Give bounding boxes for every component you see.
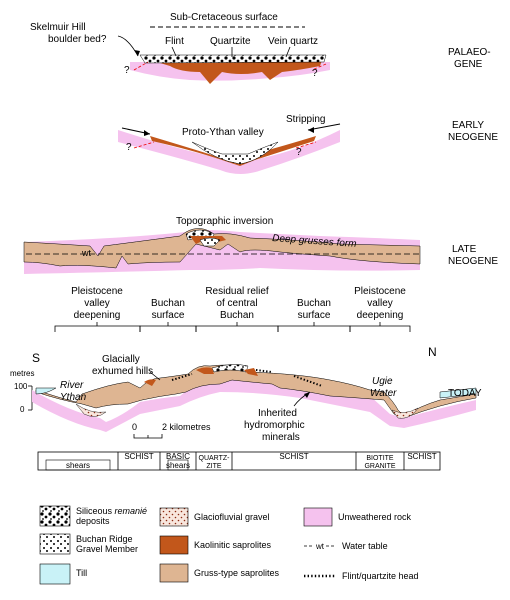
scale-0: 0 xyxy=(132,422,137,432)
scale-2km: 2 kilometres xyxy=(162,422,211,432)
geology-cell-top: QUARTZ-ZITE xyxy=(199,455,231,470)
question-left-2: ? xyxy=(126,142,132,153)
stage-palaeogene: PALAEO-GENE xyxy=(448,47,491,70)
today-kaolinitic-a xyxy=(196,367,214,374)
sub-cretaceous-label: Sub-Cretaceous surface xyxy=(170,12,278,23)
today-flint-head-right xyxy=(293,375,323,387)
brace-5 xyxy=(349,322,411,332)
question-left: ? xyxy=(124,65,130,76)
late-neogene-unweathered xyxy=(24,230,420,274)
late-neogene-gravel xyxy=(199,237,221,247)
stripping-label: Stripping xyxy=(286,114,325,125)
today-till-right xyxy=(439,387,477,399)
legend-swatch-kaolinitic xyxy=(159,535,189,555)
legend-water-table: Water table xyxy=(342,541,388,551)
palaeogene-siliceous xyxy=(139,54,327,64)
geology-cell-top: SCHIST xyxy=(407,452,436,461)
direction-s: S xyxy=(32,351,40,365)
today-kaolinitic-c xyxy=(144,379,156,386)
geology-cell-top: SCHIST xyxy=(279,452,308,461)
brace-1 xyxy=(54,322,141,332)
today-kaolinitic-b xyxy=(244,368,258,376)
legend-swatch-unweathered xyxy=(303,507,333,527)
geology-cell-bottom: shears xyxy=(66,461,90,470)
vein-quartz-label: Vein quartz xyxy=(268,36,318,47)
legend-swatch-glaciofluvial xyxy=(159,507,189,527)
early-neogene-gravel xyxy=(191,141,279,165)
legend-till: Till xyxy=(76,568,87,578)
brace-3 xyxy=(195,322,279,332)
geology-cell-top: BASIC xyxy=(166,452,190,461)
direction-n: N xyxy=(428,345,437,359)
today-till-left xyxy=(35,387,57,395)
scale-bar xyxy=(133,434,163,439)
tick-0: 0 xyxy=(20,405,25,414)
legend-wt: wt xyxy=(315,542,325,551)
early-neogene-kaolinitic xyxy=(150,136,316,166)
question-right-2: ? xyxy=(296,147,302,158)
flint-label: Flint xyxy=(165,36,184,47)
legend-unweathered: Unweathered rock xyxy=(338,512,412,522)
legend-swatch-till xyxy=(39,563,71,585)
today-glacio-left xyxy=(75,403,107,417)
geology-bar-frame xyxy=(37,451,441,471)
legend-swatch-gruss xyxy=(159,563,189,583)
legend-gruss: Gruss-type saprolites xyxy=(194,568,280,578)
today-flint-head-left xyxy=(171,373,193,381)
metres-label: metres xyxy=(10,369,34,378)
geology-cell-bottom: shears xyxy=(166,461,190,470)
late-neogene-gruss xyxy=(23,228,421,269)
legend-swatch-siliceous xyxy=(39,505,71,527)
legend-kaolinitic: Kaolinitic saprolites xyxy=(194,540,272,550)
early-neogene-unweathered xyxy=(118,130,340,174)
brace-4 xyxy=(277,322,351,332)
stage-today: TODAY xyxy=(448,388,482,399)
legend-swatch-buchan-ridge xyxy=(39,533,71,555)
palaeogene-kaolinitic xyxy=(150,60,322,84)
brace-2 xyxy=(139,322,197,332)
wt-label: wt xyxy=(81,248,91,258)
today-glacio-right xyxy=(391,407,419,419)
late-neogene-section: wt Topographic inversion Deep grusses fo… xyxy=(23,216,498,274)
question-right: ? xyxy=(312,68,318,79)
today-unweathered xyxy=(32,377,476,432)
tick-100: 100 xyxy=(14,382,28,391)
skelmuir-arrow xyxy=(117,35,139,57)
today-flint-head-mid xyxy=(255,369,273,373)
legend-glaciofluvial: Glaciofluvial gravel xyxy=(194,512,270,522)
proto-ythan-label: Proto-Ythan valley xyxy=(182,127,264,138)
inversion-label: Topographic inversion xyxy=(176,216,273,227)
legend-flint-head: Flint/quartzite head xyxy=(342,571,419,581)
quartzite-label: Quartzite xyxy=(210,36,251,47)
geology-cell-top: SCHIST xyxy=(124,452,153,461)
